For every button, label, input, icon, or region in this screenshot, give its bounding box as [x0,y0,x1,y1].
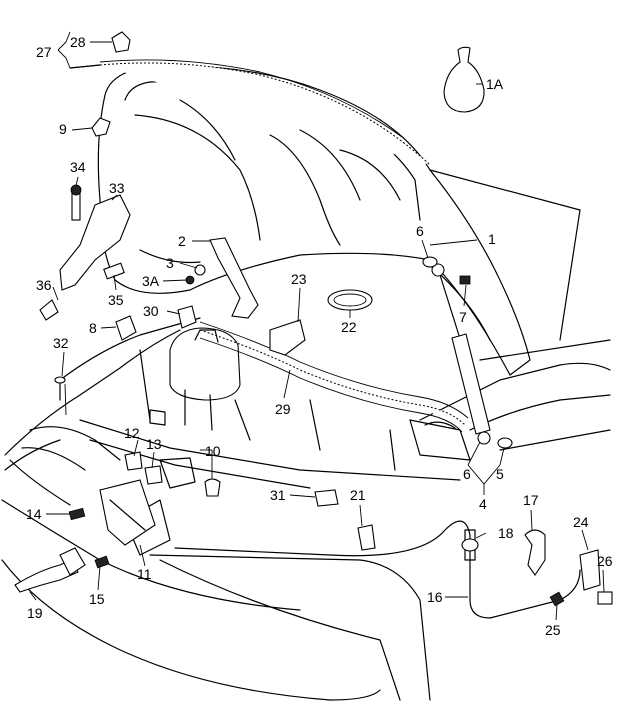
callout-31: 31 [270,487,286,503]
callout-6b: 6 [463,466,471,482]
callout-12: 12 [124,425,140,441]
callout-29: 29 [275,401,291,417]
callout-35: 35 [108,292,124,308]
callout-19: 19 [27,605,43,621]
callout-16: 16 [427,589,443,605]
callout-33: 33 [109,180,125,196]
release-cable [174,520,613,619]
callout-5: 5 [496,466,504,482]
hinge [185,237,259,319]
callout-32: 32 [53,335,69,351]
callout-26: 26 [597,553,613,569]
callout-25: 25 [545,622,561,638]
callout-3A: 3A [142,273,160,289]
callout-18: 18 [498,525,514,541]
callout-24: 24 [573,514,589,530]
leader-lines [29,31,605,621]
callout-11: 11 [137,566,152,582]
callout-36: 36 [36,277,52,293]
callout-17: 17 [523,492,539,508]
callout-3: 3 [166,255,174,271]
callout-34: 34 [70,159,86,175]
callout-28: 28 [70,34,86,50]
callout-13: 13 [146,436,162,452]
callout-10: 10 [205,443,221,459]
callout-22: 22 [341,319,357,335]
callout-30: 30 [143,303,159,319]
callout-7: 7 [459,309,467,325]
callout-27: 27 [36,44,52,60]
gas-strut [422,256,513,449]
seal-strip-29 [199,321,469,433]
callouts: 27 28 1A 9 34 33 2 3 3A 36 35 30 8 32 23… [26,34,613,638]
callout-1: 1 [488,231,496,247]
bracket-33 [39,184,131,321]
small-parts [14,31,485,593]
callout-9: 9 [59,121,67,137]
callout-6a: 6 [416,223,424,239]
callout-15: 15 [89,591,105,607]
callout-2: 2 [178,233,186,249]
callout-14: 14 [26,506,42,522]
callout-8: 8 [89,320,97,336]
callout-4: 4 [479,496,487,512]
callout-23: 23 [291,271,307,287]
callout-1A: 1A [486,76,504,92]
callout-21: 21 [350,487,366,503]
